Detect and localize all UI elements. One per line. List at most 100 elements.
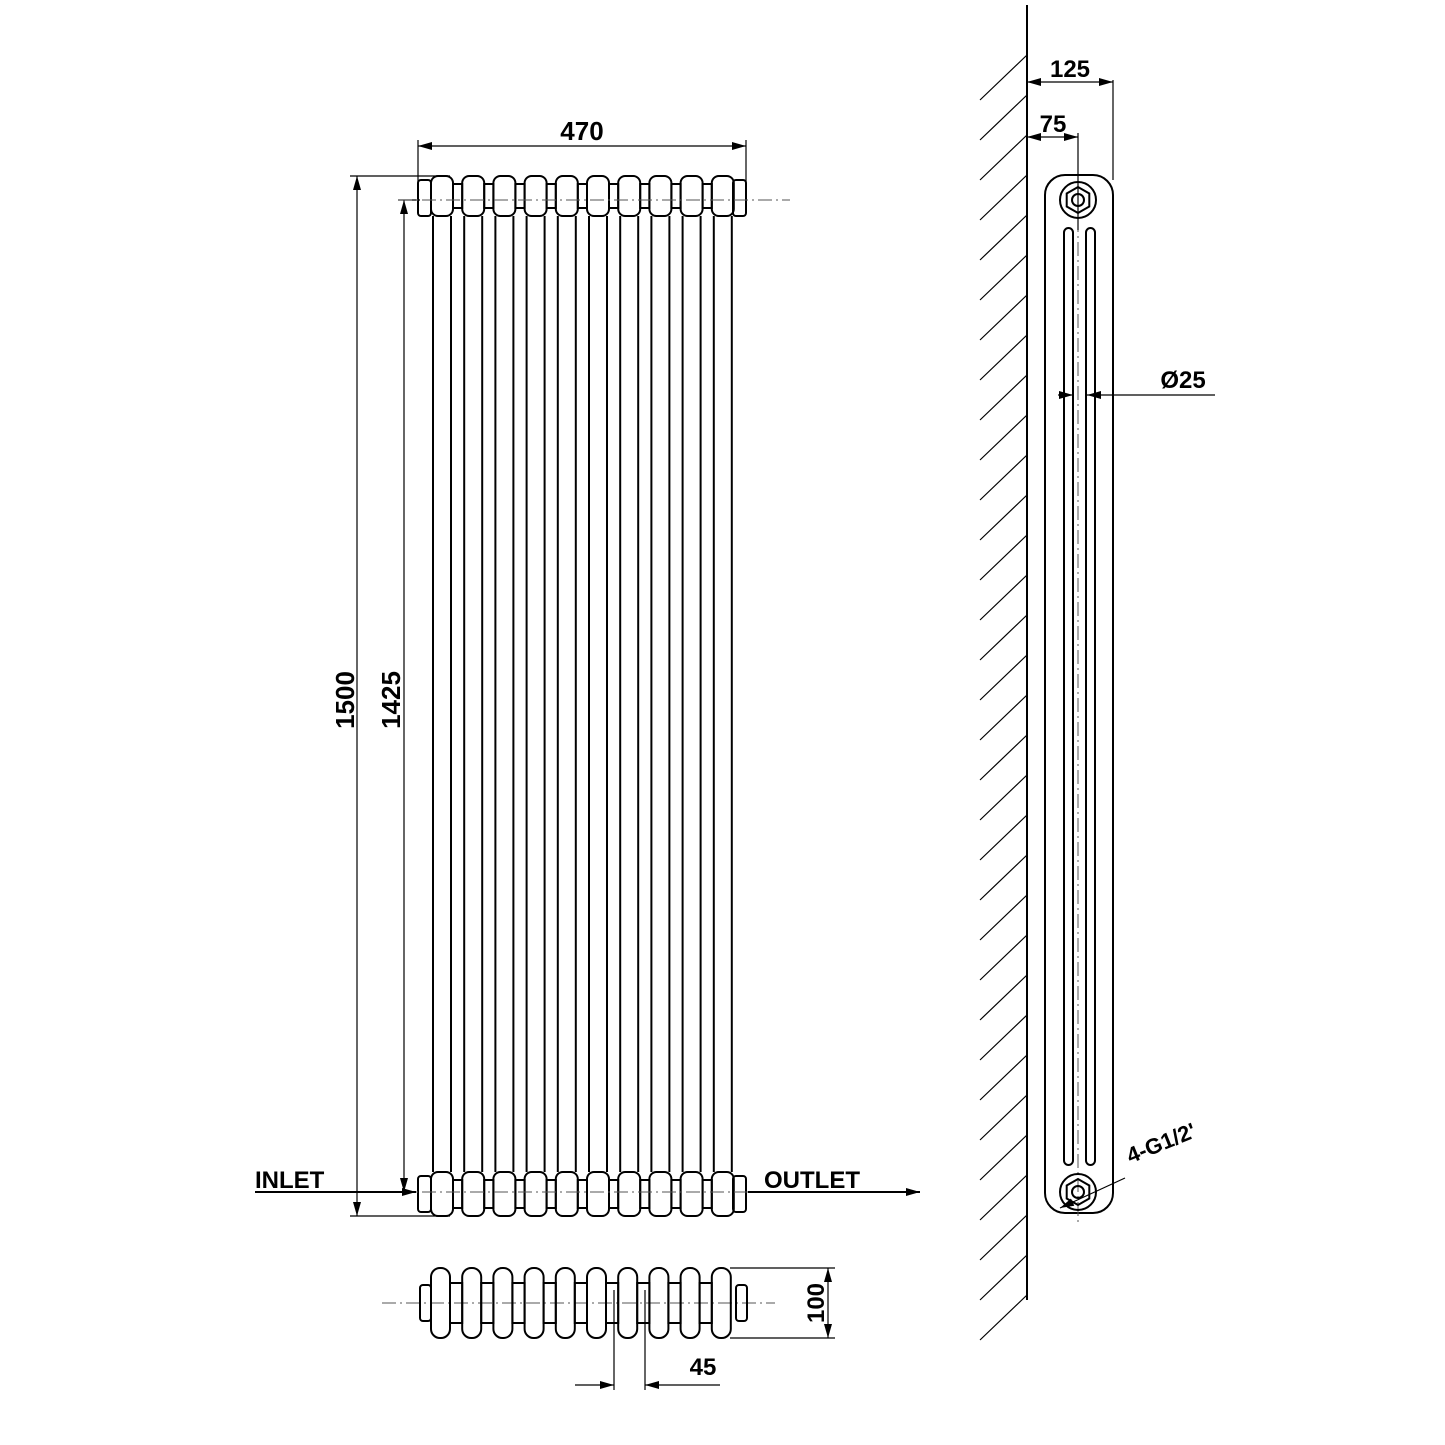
front-view [417,175,747,1217]
column-nipple [483,1179,495,1209]
wall-hatch [979,214,1028,261]
column-header [523,175,548,217]
wall-hatch [979,54,1028,101]
pitch-dimension: 45 [575,1290,720,1390]
side-depth-label: 125 [1050,56,1090,83]
wall-hatch [979,814,1028,861]
centers-dimension: 1425 [376,199,790,1193]
wall-hatch [979,1254,1028,1301]
column-nipple [608,183,620,209]
wall-hatch [979,614,1028,661]
column-nipple [514,183,526,209]
height-label: 1500 [330,671,360,729]
column-header [430,1171,454,1217]
column-header [648,1171,673,1217]
wall-hatch [979,1134,1028,1181]
column-header [679,1171,704,1217]
column-nipple [452,183,464,209]
column-nipple [639,183,651,209]
depth-dimension: 100 [730,1267,835,1339]
port-bore [1071,1185,1085,1199]
end-plug [419,1284,432,1322]
wall-hatch [979,294,1028,341]
wall-hatch [979,254,1028,301]
wall-hatch [979,894,1028,941]
column-header [648,175,673,217]
pitch-label: 45 [690,1354,717,1381]
wall-hatch [979,1214,1028,1261]
wall-hatch [979,1014,1028,1061]
bottom-view [382,1267,775,1339]
column-header [523,1171,548,1217]
column-nipple [608,1179,620,1209]
side-view [979,5,1114,1341]
centers-label: 1425 [376,671,406,729]
wall-hatch [979,1174,1028,1221]
inlet-indicator: INLET [255,1167,416,1196]
tube-diameter-dimension: Ø25 [1058,367,1215,399]
wall-hatch [979,774,1028,821]
wall-hatch [979,534,1028,581]
column-header [586,175,610,217]
column-nipple [545,1179,557,1209]
wall-hatch [979,174,1028,221]
column-nipple [701,1179,713,1209]
wall-offset-label: 75 [1040,111,1067,138]
wall-hatch [979,94,1028,141]
column-header [461,175,486,217]
wall-hatch [979,374,1028,421]
wall-hatch [979,454,1028,501]
end-plug [732,1175,747,1213]
wall-hatch [979,1094,1028,1141]
tube-diameter-label: Ø25 [1160,367,1205,394]
wall-hatch [979,974,1028,1021]
column-nipple [545,183,557,209]
wall-hatch [979,934,1028,981]
column-header [617,175,642,217]
column-header [586,1171,610,1217]
column-nipple [483,183,495,209]
wall-hatch [979,414,1028,461]
column-nipple [576,183,588,209]
side-depth-dimension: 125 [1027,56,1114,180]
column-header [430,175,454,217]
column-nipple [514,1179,526,1209]
radiator-side-body [1044,174,1114,1214]
column-header [554,175,579,217]
column-header [617,1171,642,1217]
wall-hatch [979,1054,1028,1101]
column-nipple [452,1179,464,1209]
tube-slot [1085,227,1096,1166]
tube-slot [1063,227,1074,1166]
wall-hatch [979,1294,1028,1341]
depth-label: 100 [803,1283,830,1323]
column-nipple [670,1179,682,1209]
column-nipple [701,183,713,209]
connection-callout: 4-G1/2' [1059,1118,1200,1209]
wall-hatch [979,694,1028,741]
wall-hatch [979,494,1028,541]
column-header [492,175,517,217]
connection-label: 4-G1/2' [1123,1118,1200,1168]
end-plug [417,1175,432,1213]
wall-hatch [979,574,1028,621]
width-dimension: 470 [417,116,747,185]
column-header [492,1171,517,1217]
end-plug [735,1284,748,1322]
wall-offset-dimension: 75 [1027,111,1079,230]
column-header [710,175,735,217]
column-header [461,1171,486,1217]
height-dimension: 1500 [330,175,450,1217]
column-section [710,1267,732,1339]
outlet-label: OUTLET [764,1167,860,1194]
width-label: 470 [560,116,603,146]
wall-hatch [979,734,1028,781]
hex-nut-icon [1065,1177,1091,1207]
end-plug [417,179,432,217]
column-nipple [639,1179,651,1209]
end-plug [732,179,747,217]
wall-hatch [979,134,1028,181]
wall-hatch [979,334,1028,381]
wall-hatch [979,854,1028,901]
